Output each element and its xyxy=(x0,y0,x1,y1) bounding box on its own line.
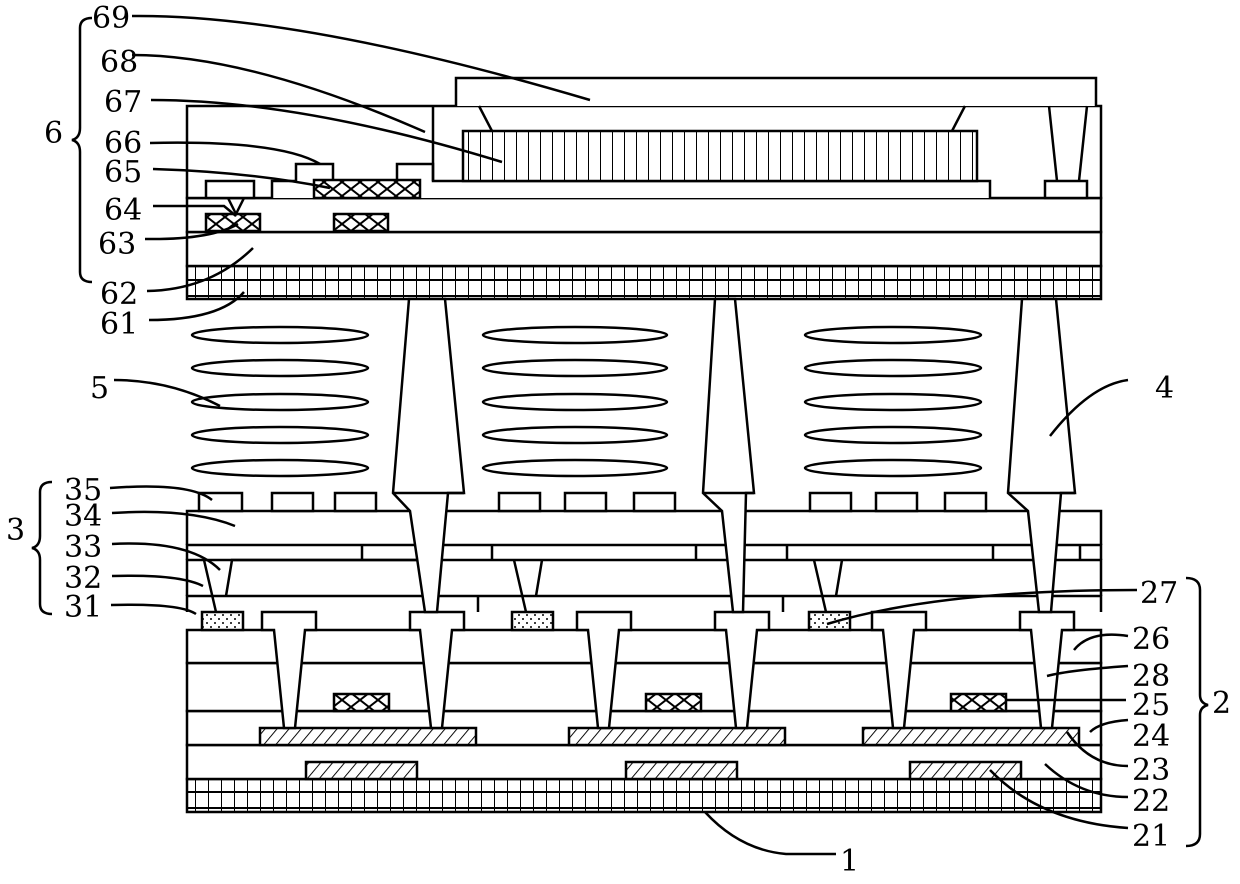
lc-molecule xyxy=(805,360,981,376)
spacer-4 xyxy=(393,299,464,612)
layer-33-cut-a xyxy=(204,560,420,612)
label-27: 27 xyxy=(1140,576,1178,611)
label-31: 31 xyxy=(64,590,102,625)
electrode-63b xyxy=(334,214,388,231)
lc-molecule xyxy=(805,394,981,410)
lc-molecule xyxy=(483,460,667,476)
array-substrate xyxy=(187,612,1101,812)
label-21: 21 xyxy=(1132,819,1170,854)
label-64: 64 xyxy=(104,193,142,228)
lc-molecule xyxy=(805,460,981,476)
layer-35 xyxy=(876,493,917,511)
lc-molecule xyxy=(192,394,368,410)
layer-61 xyxy=(187,266,1101,299)
label-68: 68 xyxy=(100,45,138,80)
layer-21b xyxy=(626,762,737,779)
middle-layer-group xyxy=(187,493,1101,612)
label-65: 65 xyxy=(104,155,142,190)
label-33: 33 xyxy=(64,530,102,565)
lc-molecule xyxy=(483,327,667,343)
spacer-4 xyxy=(1008,299,1075,612)
upper-substrate xyxy=(187,78,1101,299)
lc-molecule xyxy=(483,394,667,410)
lc-molecule xyxy=(192,460,368,476)
layer-63 xyxy=(187,198,1101,232)
layer-62 xyxy=(187,232,1101,266)
electrode-63a xyxy=(206,214,260,231)
layer-21c xyxy=(910,762,1021,779)
layer-27a xyxy=(202,612,243,630)
label-26: 26 xyxy=(1132,622,1170,657)
layer-33-cut-c xyxy=(814,560,842,612)
layer-33-cut-b xyxy=(514,560,542,612)
spacers xyxy=(393,299,1075,612)
brace-6 xyxy=(72,18,92,282)
layer-23c xyxy=(863,728,1079,745)
partition-lines xyxy=(362,545,1080,612)
layer-35 xyxy=(565,493,606,511)
layer-23b xyxy=(569,728,785,745)
layer-67 xyxy=(463,131,977,181)
label-22: 22 xyxy=(1132,784,1170,819)
layer-35 xyxy=(945,493,986,511)
brace-2 xyxy=(1186,578,1208,846)
spacer-4 xyxy=(703,299,754,612)
label-24: 24 xyxy=(1132,719,1170,754)
label-67: 67 xyxy=(104,85,142,120)
layer-27c xyxy=(809,612,850,630)
label-34: 34 xyxy=(64,499,102,534)
label-6: 6 xyxy=(44,116,63,151)
lc-molecule xyxy=(192,360,368,376)
layer-23a xyxy=(260,728,476,745)
label-23: 23 xyxy=(1132,753,1170,788)
label-4: 4 xyxy=(1155,371,1174,406)
layer-33 xyxy=(187,545,1101,560)
label-2: 2 xyxy=(1212,686,1231,721)
layer-25c xyxy=(951,694,1006,711)
layer-69 xyxy=(456,78,1096,106)
liquid-crystal-layer xyxy=(192,327,981,476)
pad-right xyxy=(1045,181,1087,198)
layer-21a xyxy=(306,762,417,779)
pad-left xyxy=(206,181,254,198)
label-61: 61 xyxy=(100,307,138,342)
layer-35 xyxy=(810,493,851,511)
lc-molecule xyxy=(483,427,667,443)
layer-32 xyxy=(187,560,1101,596)
layer-34 xyxy=(187,511,1101,545)
layer-25b xyxy=(646,694,701,711)
lc-molecule xyxy=(192,427,368,443)
layer-35 xyxy=(272,493,313,511)
layer-35 xyxy=(499,493,540,511)
lc-molecule xyxy=(805,327,981,343)
layer-1 xyxy=(187,779,1101,812)
label-3: 3 xyxy=(6,513,25,548)
label-63: 63 xyxy=(98,227,136,262)
layer-25a xyxy=(334,694,389,711)
lc-molecule xyxy=(192,327,368,343)
lc-molecule xyxy=(805,427,981,443)
label-69: 69 xyxy=(92,1,130,36)
label-5: 5 xyxy=(90,371,109,406)
label-25: 25 xyxy=(1132,688,1170,723)
layer-27b xyxy=(512,612,553,630)
layer-35 xyxy=(634,493,675,511)
lc-molecule xyxy=(483,360,667,376)
label-1: 1 xyxy=(840,844,859,879)
layer-35 xyxy=(335,493,376,511)
brace-3 xyxy=(32,482,52,614)
layer-26 xyxy=(187,630,1101,663)
layer-65 xyxy=(314,180,420,198)
